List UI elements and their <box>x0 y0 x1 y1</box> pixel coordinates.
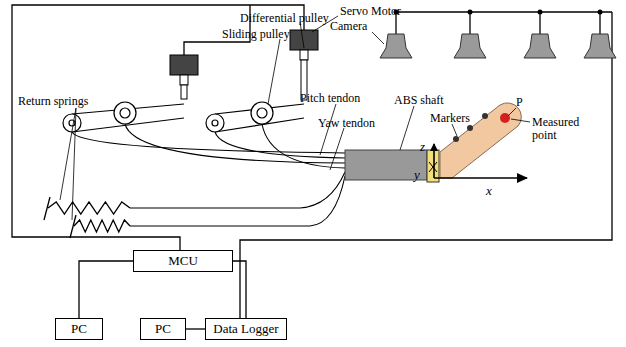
axis-label: y <box>414 168 420 181</box>
box-label: PC <box>155 321 171 337</box>
controller-box: MCU <box>133 250 233 272</box>
part-label: Sliding pulley <box>222 28 290 41</box>
computer-box: PC <box>55 318 103 340</box>
part-label: Return springs <box>18 95 88 108</box>
signal-wire <box>233 261 246 318</box>
part-label: Yaw tendon <box>318 117 375 130</box>
point-label: Measured point <box>532 116 592 142</box>
box-label: MCU <box>168 253 198 269</box>
point-label: P <box>516 96 523 109</box>
part-label: Markers <box>430 112 470 125</box>
signal-wire <box>186 328 205 329</box>
part-label: Differential pulley <box>240 12 329 25</box>
axis-label: x <box>486 184 492 197</box>
part-label: Camera <box>330 20 367 33</box>
computer-box: PC <box>140 318 186 340</box>
box-label: PC <box>71 321 87 337</box>
part-label: ABS shaft <box>394 94 444 107</box>
logger-box: Data Logger <box>205 318 287 340</box>
axis-label: z <box>420 140 425 153</box>
box-label: Data Logger <box>213 321 278 337</box>
part-label: Servo Motor <box>340 5 401 18</box>
part-label: Pitch tendon <box>300 92 360 105</box>
signal-wire <box>79 261 133 318</box>
